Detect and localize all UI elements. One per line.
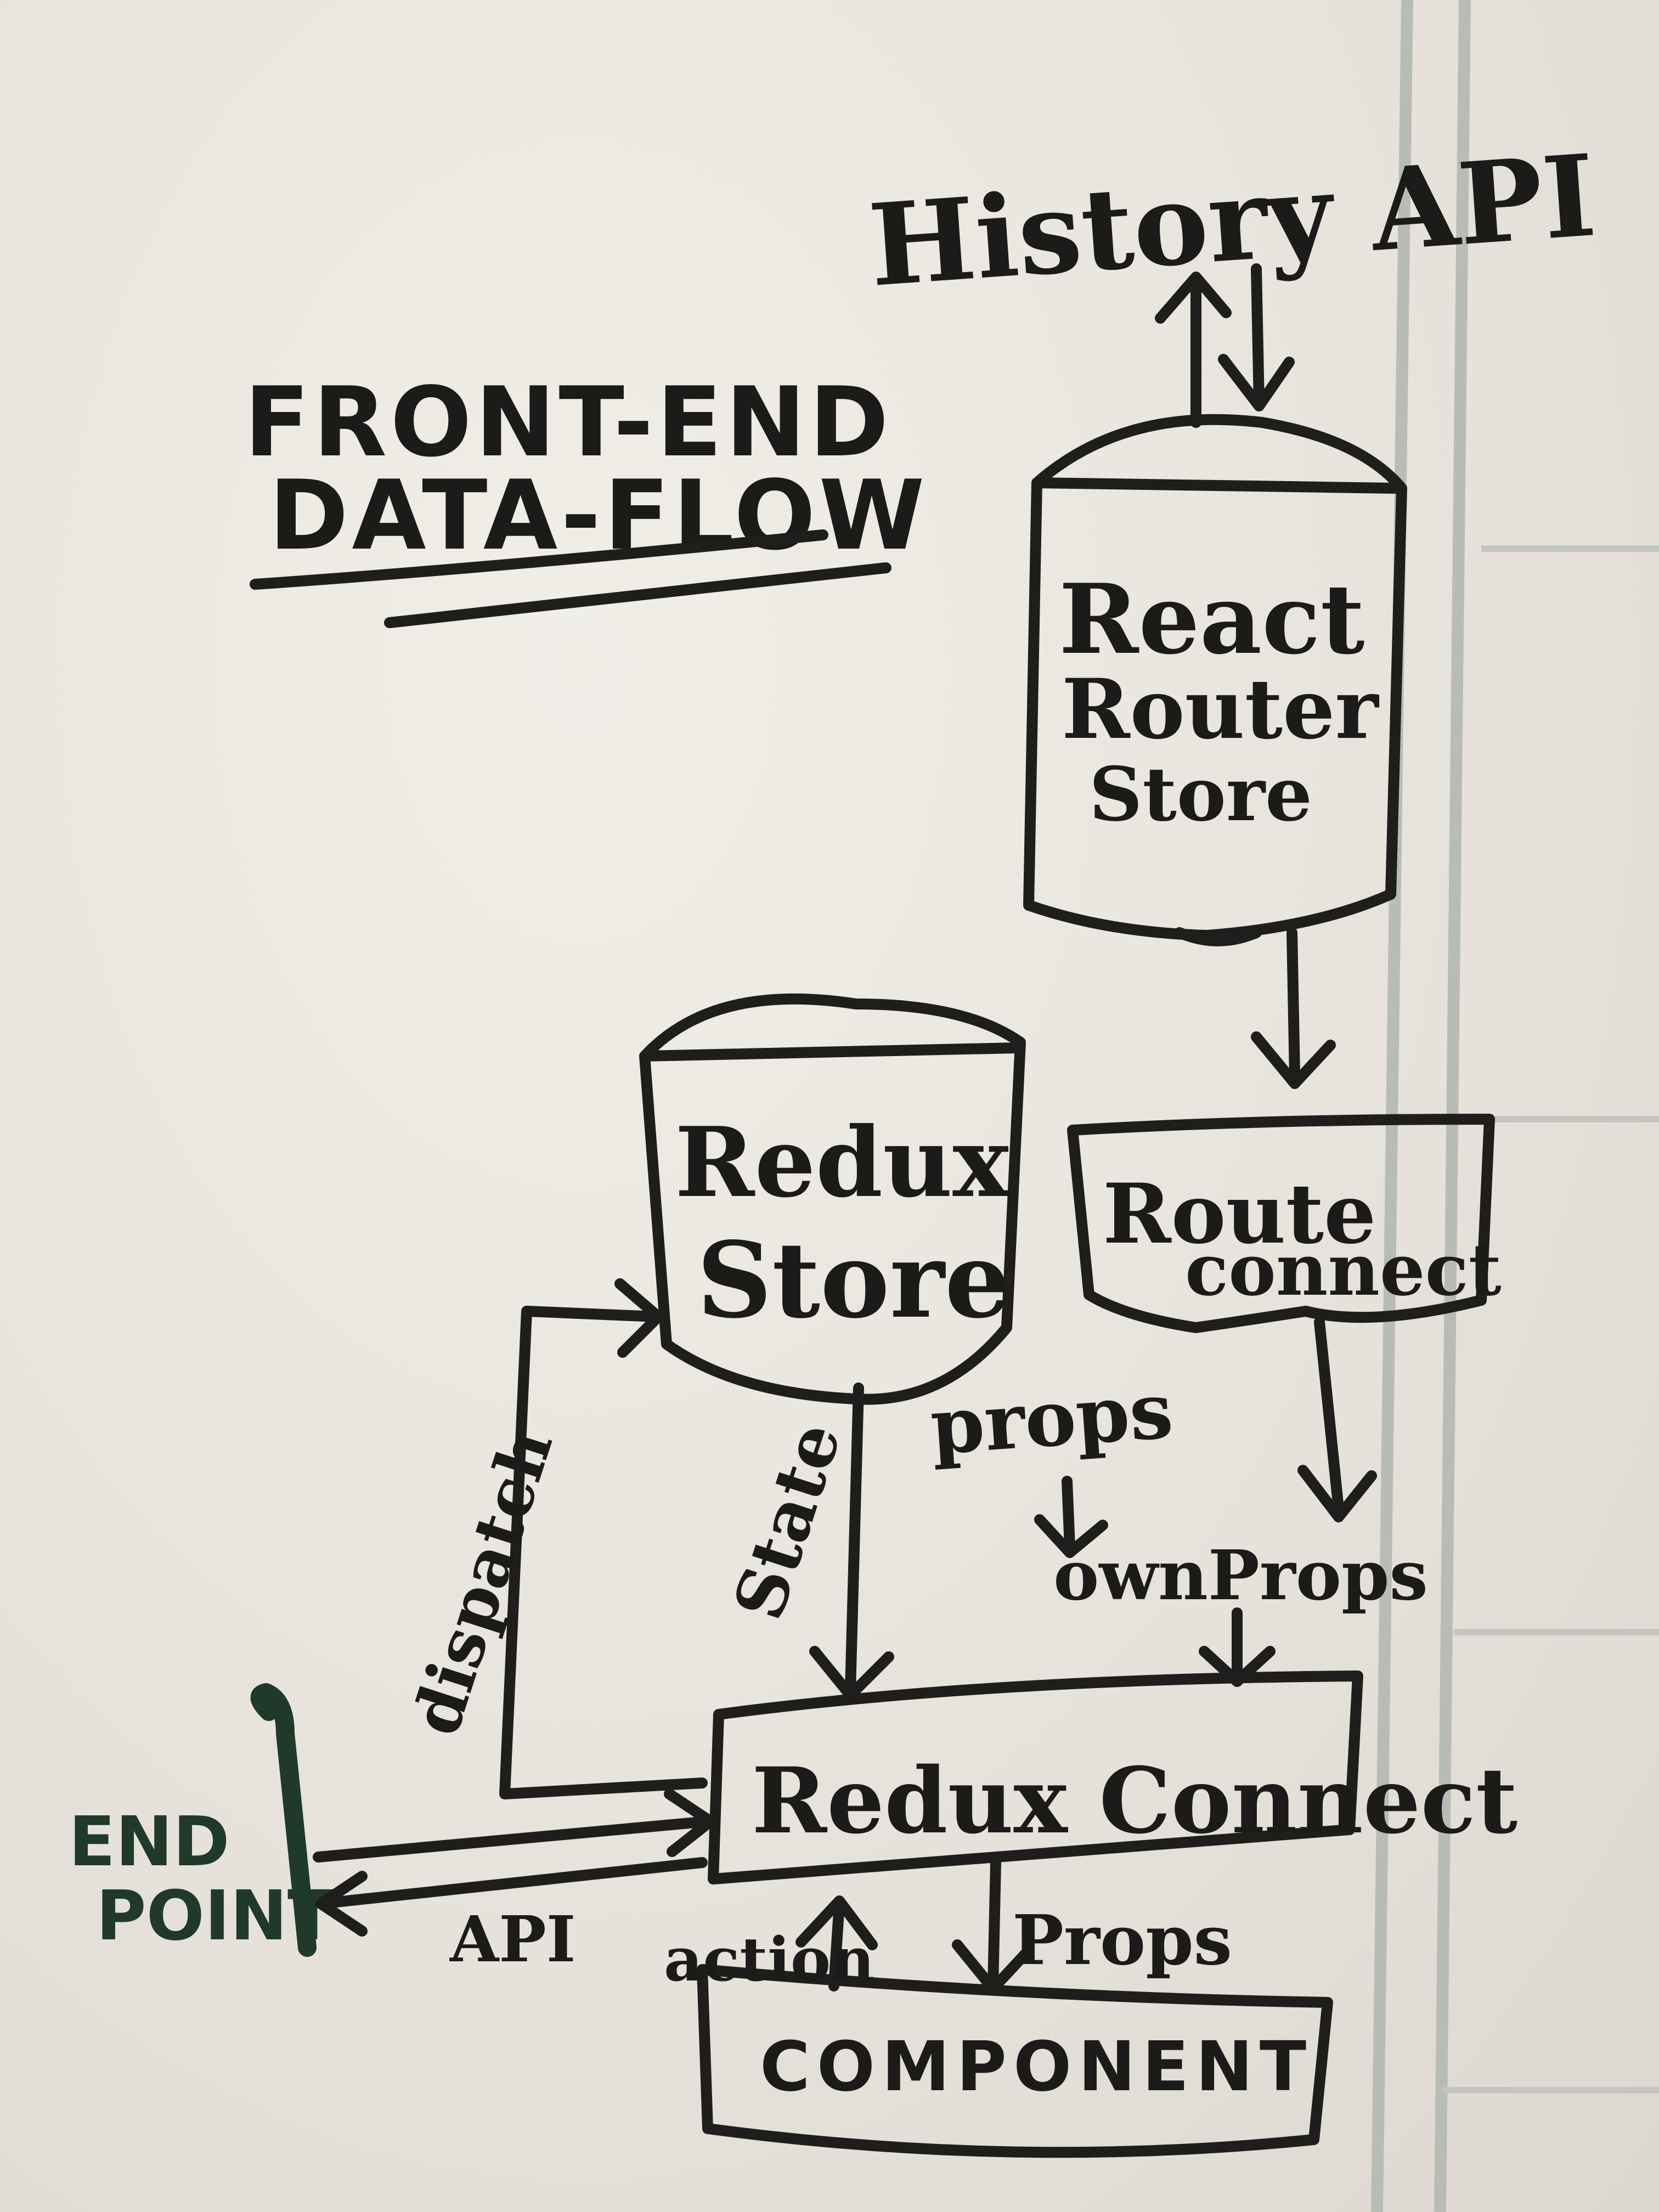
- redux-store-shape: [639, 993, 1026, 1405]
- redux-store-label-2: Store: [697, 1219, 1011, 1341]
- diagram-title: FRONT-END DATA-FLOW: [244, 367, 925, 628]
- label-action: action: [664, 1924, 874, 1995]
- whiteboard-frame: [1371, 0, 1659, 2212]
- label-api: API: [449, 1903, 576, 1977]
- redux-store-label-1: Redux: [675, 1107, 1011, 1219]
- title-underline-2: [384, 562, 891, 628]
- history-api-label: History API: [865, 130, 1600, 312]
- label-state: State: [719, 1413, 857, 1629]
- arrow-ownprops-to-redux-connect: [1199, 1607, 1276, 1687]
- arrow-action: [795, 1895, 878, 1991]
- endpoint-label-1: END: [69, 1802, 230, 1882]
- title-underline-1: [250, 529, 828, 590]
- endpoint-label-2: POINT: [96, 1876, 334, 1956]
- route-connect: Route connect: [1067, 1114, 1502, 1333]
- arrow-props-bottom: [952, 1857, 1034, 1994]
- route-connect-label-2: connect: [1185, 1228, 1502, 1312]
- component: COMPONENT: [697, 1964, 1333, 2158]
- label-props-bottom: Props: [1012, 1900, 1232, 1980]
- react-router-label-3: Store: [1089, 751, 1312, 838]
- label-props-top: props: [928, 1366, 1176, 1472]
- arrow-route-to-ownprops: [1297, 1317, 1377, 1522]
- router-store-bottom-curve: [1174, 927, 1262, 946]
- arrow-down-from-history: [1218, 263, 1295, 411]
- react-router-store-shape: [1023, 414, 1407, 941]
- arrow-dispatch: [499, 1278, 708, 1799]
- arrow-router-to-route-connect: [1251, 927, 1336, 1089]
- endpoint: END POINT: [69, 1683, 334, 1957]
- endpoint-bar: [250, 1683, 317, 1957]
- arrow-redux-connect-to-endpoint: [315, 1857, 708, 1937]
- react-router-label-2: Router: [1062, 661, 1379, 758]
- history-router-arrows: [1155, 263, 1295, 428]
- redux-connect-label: Redux Connect: [752, 1747, 1517, 1854]
- component-shape: [697, 1964, 1333, 2158]
- route-connect-shape: [1067, 1114, 1495, 1333]
- component-label: COMPONENT: [760, 2027, 1313, 2107]
- redux-store: Redux Store: [639, 993, 1026, 1405]
- label-dispatch: dispatch: [397, 1420, 568, 1744]
- react-router-store: React Router Store: [1023, 414, 1407, 946]
- arrow-props-top: [1034, 1476, 1108, 1558]
- title-line-1: FRONT-END: [244, 367, 892, 478]
- route-connect-label-1: Route: [1103, 1166, 1376, 1262]
- arrow-up-to-history: [1155, 272, 1232, 428]
- arrow-endpoint-to-redux-connect: [313, 1788, 716, 1863]
- react-router-label-1: React: [1059, 563, 1365, 676]
- arrow-state: [809, 1383, 894, 1701]
- label-own-props: ownProps: [1053, 1536, 1428, 1616]
- redux-connect: Redux Connect: [708, 1671, 1517, 1884]
- redux-connect-shape: [708, 1671, 1363, 1884]
